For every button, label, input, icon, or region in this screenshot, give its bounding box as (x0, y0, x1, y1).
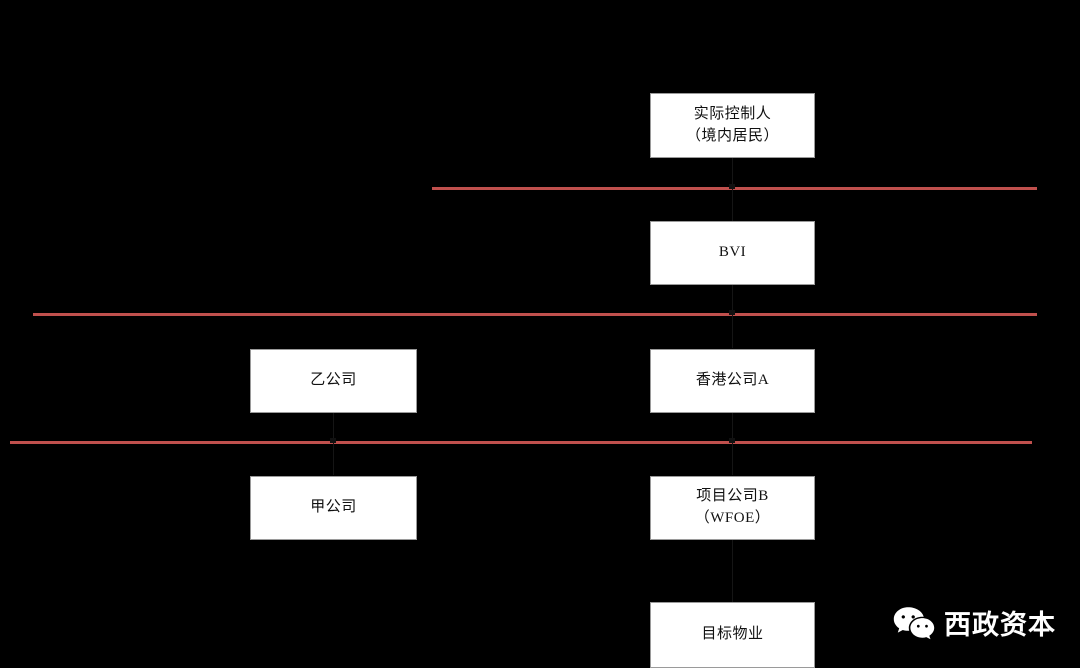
connector-bvi-to-hk (732, 285, 733, 348)
divider-line-3 (10, 441, 1032, 444)
wechat-icon (893, 606, 935, 640)
node-company-jia[interactable]: 甲公司 (250, 476, 417, 540)
connector-wfoe-to-property (732, 540, 733, 602)
node-project-company-b-line2: （WFOE） (694, 510, 771, 526)
node-hongkong-company-a[interactable]: 香港公司A (650, 349, 815, 413)
node-company-yi[interactable]: 乙公司 (250, 349, 417, 413)
connector-mark-2 (729, 310, 735, 315)
node-bvi-line1: BVI (718, 244, 747, 261)
node-company-jia-line1: 甲公司 (310, 499, 357, 516)
connector-mark-4 (330, 438, 336, 443)
node-project-company-b[interactable]: 项目公司B （WFOE） (650, 476, 815, 540)
node-target-property-line1: 目标物业 (701, 626, 764, 643)
node-actual-controller-line2: （境内居民） (685, 127, 779, 144)
connector-yi-to-jia (333, 413, 334, 475)
node-company-yi-line1: 乙公司 (310, 372, 357, 389)
connector-hk-to-wfoe (732, 413, 733, 475)
connector-mark-1 (729, 184, 735, 189)
watermark: 西政资本 (893, 603, 1056, 642)
connector-mark-3 (729, 438, 735, 443)
node-target-property[interactable]: 目标物业 (650, 602, 815, 668)
node-bvi[interactable]: BVI (650, 221, 815, 285)
node-project-company-b-line1: 项目公司B (696, 488, 769, 505)
watermark-text: 西政资本 (944, 610, 1056, 641)
connector-controller-to-bvi (732, 158, 733, 221)
node-actual-controller-line1: 实际控制人 (693, 105, 772, 122)
node-hongkong-company-a-line1: 香港公司A (695, 372, 770, 389)
divider-line-2 (33, 313, 1037, 316)
node-actual-controller[interactable]: 实际控制人 （境内居民） (650, 93, 815, 158)
